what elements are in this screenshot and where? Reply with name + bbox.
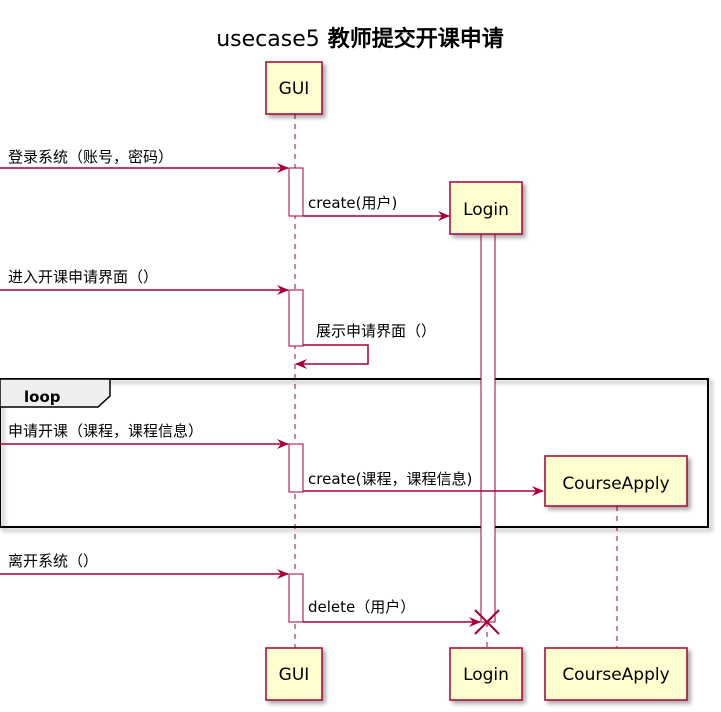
message-login-system: 登录系统（账号，密码） bbox=[0, 148, 289, 173]
participant-login-label: Login bbox=[463, 200, 509, 220]
participant-gui-label: GUI bbox=[279, 79, 310, 99]
participant-login-created: Login bbox=[449, 181, 523, 235]
message-leave-system: 离开系统（） bbox=[0, 552, 289, 579]
message-enter-apply-page-label: 进入开课申请界面（） bbox=[8, 268, 158, 286]
message-create-user-label: create(用户) bbox=[308, 194, 397, 212]
participant-gui-bottom-label: GUI bbox=[279, 665, 310, 685]
participant-courseapply-bottom: CourseApply bbox=[544, 647, 688, 701]
message-apply-course: 申请开课（课程，课程信息） bbox=[0, 422, 289, 449]
message-show-apply-page-label: 展示申请界面（） bbox=[316, 322, 436, 340]
participant-login-bottom-label: Login bbox=[463, 665, 509, 685]
loop-label: loop bbox=[24, 388, 61, 406]
loop-frame: loop bbox=[0, 378, 709, 528]
destroy-marker-icon bbox=[474, 609, 500, 635]
title-prefix: usecase5 bbox=[216, 27, 320, 52]
participant-gui-top: GUI bbox=[265, 61, 323, 115]
participant-courseapply-created: CourseApply bbox=[544, 455, 688, 507]
gui-activation-4 bbox=[288, 573, 304, 623]
message-show-apply-page: 展示申请界面（） bbox=[295, 322, 436, 369]
login-activation bbox=[480, 231, 496, 623]
participant-gui-bottom: GUI bbox=[265, 647, 323, 701]
message-create-course-label: create(课程，课程信息) bbox=[308, 470, 472, 488]
participant-login-bottom: Login bbox=[449, 647, 523, 701]
message-login-system-label: 登录系统（账号，密码） bbox=[8, 148, 173, 166]
message-leave-system-label: 离开系统（） bbox=[8, 552, 98, 570]
message-create-user: create(用户) bbox=[303, 194, 450, 221]
message-create-course: create(课程，课程信息) bbox=[303, 470, 544, 496]
title-main: 教师提交开课申请 bbox=[328, 26, 504, 52]
message-apply-course-label: 申请开课（课程，课程信息） bbox=[8, 422, 203, 440]
message-delete-user-label: delete（用户） bbox=[308, 598, 415, 616]
message-enter-apply-page: 进入开课申请界面（） bbox=[0, 268, 289, 295]
participant-courseapply-bottom-label: CourseApply bbox=[562, 665, 669, 685]
diagram-title: usecase5 教师提交开课申请 bbox=[216, 26, 504, 52]
gui-activation-3 bbox=[288, 443, 304, 493]
gui-activation-2 bbox=[288, 289, 304, 347]
message-delete-user: delete（用户） bbox=[303, 598, 481, 627]
gui-activation-1 bbox=[288, 167, 304, 217]
participant-courseapply-label: CourseApply bbox=[562, 474, 669, 494]
